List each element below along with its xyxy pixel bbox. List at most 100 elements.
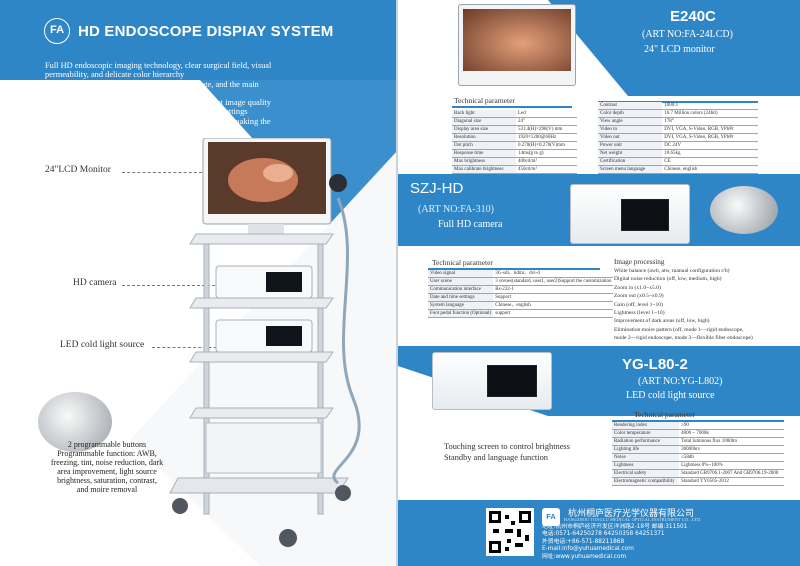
intro-line: Full HD endoscopic imaging technology, c… [45,61,272,70]
spec-key: Dot pitch [452,141,516,150]
szj-processing-list: White balance (awb, atw, manual configur… [614,267,794,343]
e240c-param-underline [452,106,572,108]
spec-key: Resolution [452,133,516,142]
spec-key: Max calibrate brightness [452,165,516,174]
spec-row: Noise≤58db [612,453,784,462]
spec-value: 0.270(H)×0.270(V)mm [515,141,577,150]
intro-line: One button surgical scene setting, prese… [45,98,271,108]
spec-key: Net weight [598,149,663,158]
processing-item: Zoom out (x0.5~x0.9) [614,293,664,300]
spec-value: DVI, VGA, S-Video, RGB, YPbPr [662,125,758,134]
shelf [189,407,334,419]
processing-item: Zoom in (x1.0~x5.0) [614,284,661,291]
szj-device-screen [621,199,669,231]
shelf [189,351,334,363]
callout-line: Programmable function: AWB, [57,449,157,458]
callout-line: freezing, tint, noise reduction, dark [50,458,164,467]
footer-logo-text: FA [546,512,556,521]
e240c-art: (ART NO:FA-24LCD) [642,29,733,40]
processing-item: White balance (awb, atw, manual configur… [614,268,730,274]
spec-value: ≥90 [679,422,784,430]
spec-key: Electromagnetic compatibility [612,477,680,486]
spec-key: Color depth [598,109,663,118]
spec-key: Response time [452,149,516,158]
spec-key: Max brightness [452,157,516,166]
address-line: 地址:杭州市桐庐经济开发区洋洲路2-18号 邮编:311501 [542,524,688,530]
camera-unit-screen [266,272,302,292]
yg-subtitle: LED cold light source [626,390,715,401]
spec-value: Total luminous flux 1000lm [679,437,784,446]
spec-key: Display area size [452,125,516,134]
callout-line: 2 programmable buttons [67,440,147,449]
spec-key: Video out [598,133,663,142]
spec-key: Communication interface [428,285,494,294]
intro-line: functions are achieved with one button [45,88,176,98]
label-monitor: 24"LCD Monitor [45,165,111,175]
light-source-screen [266,326,302,346]
cart-wheel [172,498,188,514]
spec-value: Support [493,293,614,302]
spec-value: 1920×1200@60Hz [515,133,577,142]
spec-key: Screen menu language [598,165,663,174]
spec-value: 30000hrs [679,445,784,454]
spec-value: 16.7 Million colors (24bit) [662,109,758,118]
touch-feature-line: Standby and language function [444,452,548,462]
szj-model: SZJ-HD [410,180,464,197]
spec-key: System language [428,301,494,310]
e240c-model: E240C [670,8,716,25]
blue-banner [548,0,800,96]
spec-value: 3 scenes(standard, user1, user2)Support … [493,277,614,286]
processing-item: Elimination moire pattern (off, mode 1—r… [614,326,744,333]
spec-key: Contrast [598,102,663,110]
spec-key: Video in [598,125,663,134]
logo-text: FA [49,24,65,36]
cart-base [169,477,349,494]
processing-item: Improvement of dark areas (off, low, hig… [614,318,710,325]
e240c-param-title: Technical parameter [454,96,515,105]
spec-value: 3G-sdi、hdmi、dvi-d [493,270,614,278]
camera-head-closeup [38,392,112,452]
yg-param-underline [612,420,784,422]
yg-param-title: Technical parameter [634,410,695,419]
contact-info: 地址:杭州市桐庐经济开发区洋洲路2-18号 邮编:311501 电话:0571-… [542,524,687,561]
spec-key: Diagonal size [452,117,516,126]
spec-key: Lightness [612,461,680,470]
spec-value: 14ms(g to g) [515,149,577,158]
spec-value: 531.4(H)×298(V) mm [515,125,577,134]
label-monitor-line [122,172,202,173]
processing-item: Digital noise reduction (off, low, mediu… [614,276,722,283]
spec-value: Chinese、english [493,301,614,310]
szj-device-image [570,184,690,244]
yg-device-screen [487,365,537,397]
spec-row: Foot pedal function (Optional)support [428,309,614,318]
label-camera-line [122,285,220,286]
tel-line: 电话:0571-64250278 64250358 64251371 [542,531,665,538]
processing-item: mode 2—rigid endoscope, mode 3—flexible … [614,335,753,342]
processing-item: Gain (off, level 1~10) [614,301,663,308]
footer-band [398,500,800,566]
yg-device-image [432,352,552,410]
company-logo: FA [44,18,70,44]
camera-cable [332,197,361,485]
cart-wheel [335,485,351,501]
callout-line: brightness, saturation, contrast, [57,476,157,485]
spec-row: Rendering index≥90 [612,422,784,430]
